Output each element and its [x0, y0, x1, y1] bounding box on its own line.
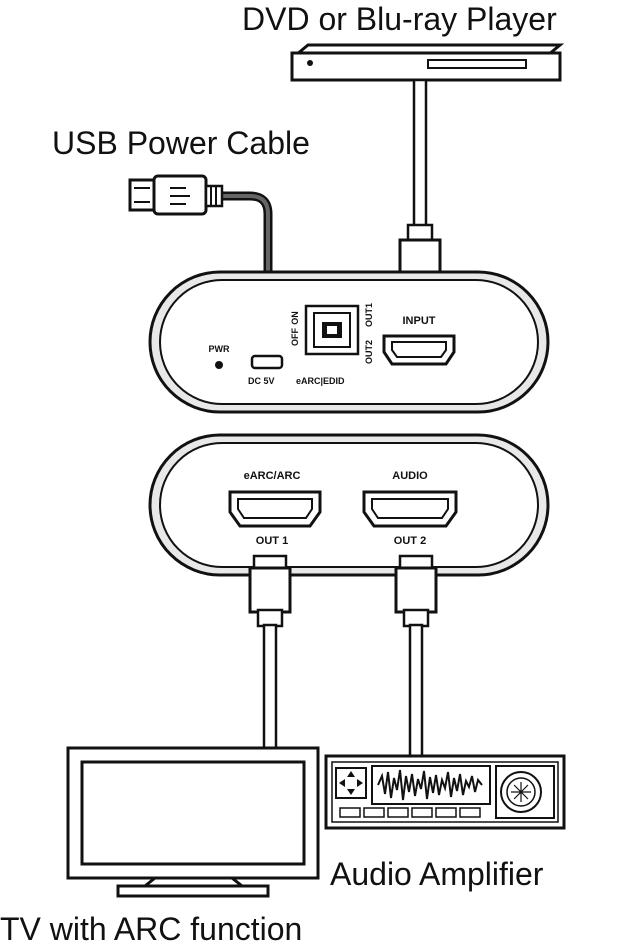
out2-label: OUT 2 — [394, 535, 426, 547]
earc-edid-label: eARC|EDID — [296, 376, 345, 386]
audio-label: AUDIO — [392, 470, 428, 482]
tv-label: TV with ARC function — [0, 911, 302, 947]
input-label: INPUT — [403, 315, 436, 327]
out1-switch-label: OUT1 — [364, 303, 374, 327]
out2-switch-label: OUT2 — [364, 340, 374, 364]
power-cable-label: USB Power Cable — [52, 125, 310, 161]
hdmi-cable-input — [398, 78, 442, 301]
dc-power-port — [250, 354, 284, 370]
switch-off-label: OFF — [290, 328, 300, 346]
hdmi-cable-out2 — [394, 554, 438, 759]
power-led-icon — [215, 361, 223, 369]
hdmi-out1-port — [228, 490, 322, 528]
earc-edid-switch — [304, 304, 360, 356]
dc-label: DC 5V — [248, 376, 275, 386]
source-device-label: DVD or Blu-ray Player — [242, 1, 557, 37]
out1-label: OUT 1 — [256, 535, 288, 547]
tv-icon — [66, 746, 320, 898]
pwr-label: PWR — [209, 344, 230, 354]
switch-on-label: ON — [290, 311, 300, 325]
hdmi-cable-out1 — [248, 554, 292, 752]
amplifier-label: Audio Amplifier — [330, 856, 544, 892]
amplifier-icon — [324, 754, 566, 830]
dvd-player-icon — [290, 43, 565, 82]
extractor-output-unit — [148, 433, 550, 577]
hdmi-input-port — [382, 334, 456, 366]
hdmi-out2-port — [362, 490, 458, 528]
earc-arc-label: eARC/ARC — [244, 470, 301, 482]
